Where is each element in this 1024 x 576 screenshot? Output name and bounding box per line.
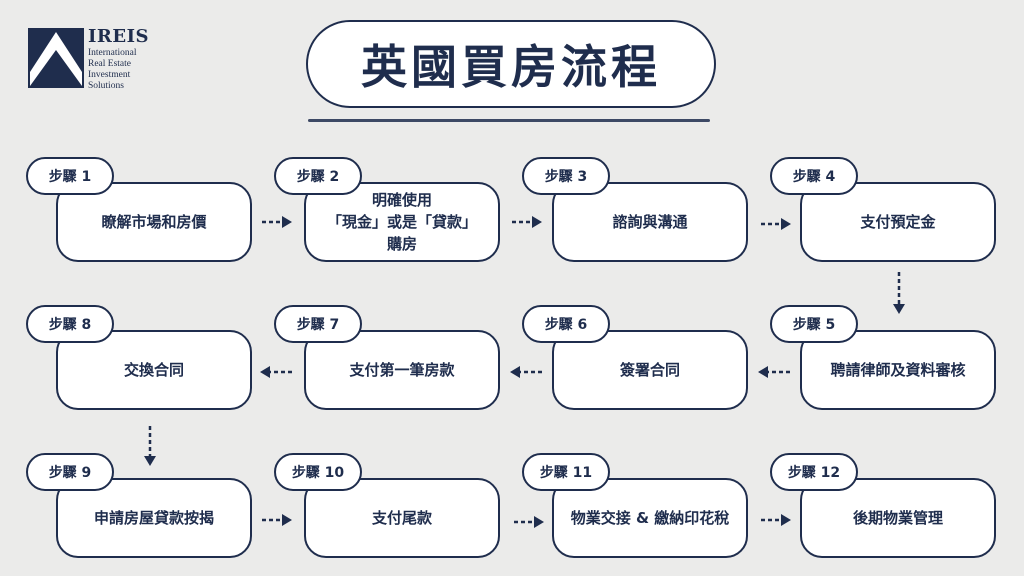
page-title-pill: 英國買房流程 [306, 20, 716, 108]
step-box-10: 支付尾款 [304, 478, 500, 558]
arrow-step1-to-step2 [262, 216, 292, 228]
step-box-7: 支付第一筆房款 [304, 330, 500, 410]
step-badge-9: 步驟 9 [26, 453, 114, 491]
arrow-step8-to-step9 [144, 426, 156, 466]
step-description: 交換合同 [123, 361, 184, 379]
step-box-11: 物業交接 & 繳納印花稅 [552, 478, 748, 558]
step-badge-12: 步驟 12 [770, 453, 858, 491]
page-title: 英國買房流程 [361, 40, 661, 94]
step-box-12: 後期物業管理 [800, 478, 996, 558]
arrow-step10-to-step11 [514, 516, 544, 528]
step-description: 簽署合同 [619, 361, 680, 379]
step-description: 後期物業管理 [852, 509, 943, 527]
step-badge-6: 步驟 6 [522, 305, 610, 343]
step-badge-5: 步驟 5 [770, 305, 858, 343]
step-badge-2: 步驟 2 [274, 157, 362, 195]
logo-brand-name: IREIS [88, 26, 150, 47]
step-badge-11: 步驟 11 [522, 453, 610, 491]
arrow-step9-to-step10 [262, 514, 292, 526]
step-badge-3: 步驟 3 [522, 157, 610, 195]
step-badge-8: 步驟 8 [26, 305, 114, 343]
step-box-3: 諮詢與溝通 [552, 182, 748, 262]
step-box-8: 交換合同 [56, 330, 252, 410]
arrow-step2-to-step3 [512, 216, 542, 228]
ireis-logo-mark [28, 28, 84, 88]
step-box-5: 聘請律師及資料審核 [800, 330, 996, 410]
title-underline [308, 119, 710, 122]
step-description: 聘請律師及資料審核 [830, 361, 966, 379]
step-description: 支付預定金 [860, 213, 936, 231]
step-box-4: 支付預定金 [800, 182, 996, 262]
step-badge-7: 步驟 7 [274, 305, 362, 343]
arrow-step5-to-step6 [758, 366, 790, 378]
logo-tagline-line: Real Estate [88, 59, 131, 69]
ireis-logo: IREIS International Real Estate Investme… [28, 26, 150, 94]
step-box-6: 簽署合同 [552, 330, 748, 410]
step-description: 物業交接 & 繳納印花稅 [570, 509, 730, 527]
step-description: 明確使用 「現金」或是「貸款」 購房 [326, 191, 477, 253]
logo-tagline-line: Solutions [88, 81, 124, 91]
step-badge-10: 步驟 10 [274, 453, 362, 491]
step-description: 申請房屋貸款按揭 [93, 509, 214, 527]
arrow-step11-to-step12 [761, 514, 791, 526]
arrow-step4-to-step5 [893, 272, 905, 314]
step-box-1: 瞭解市場和房價 [56, 182, 252, 262]
arrow-step7-to-step8 [260, 366, 292, 378]
step-badge-4: 步驟 4 [770, 157, 858, 195]
step-badge-1: 步驟 1 [26, 157, 114, 195]
step-description: 支付第一筆房款 [349, 361, 455, 379]
arrow-step3-to-step4 [761, 218, 791, 230]
step-box-9: 申請房屋貸款按揭 [56, 478, 252, 558]
arrow-step6-to-step7 [510, 366, 542, 378]
step-box-2: 明確使用 「現金」或是「貸款」 購房 [304, 182, 500, 262]
logo-tagline-line: International [88, 48, 137, 58]
step-description: 瞭解市場和房價 [101, 213, 207, 231]
logo-tagline-line: Investment [88, 70, 131, 80]
step-description: 支付尾款 [371, 509, 432, 527]
step-description: 諮詢與溝通 [612, 213, 688, 231]
